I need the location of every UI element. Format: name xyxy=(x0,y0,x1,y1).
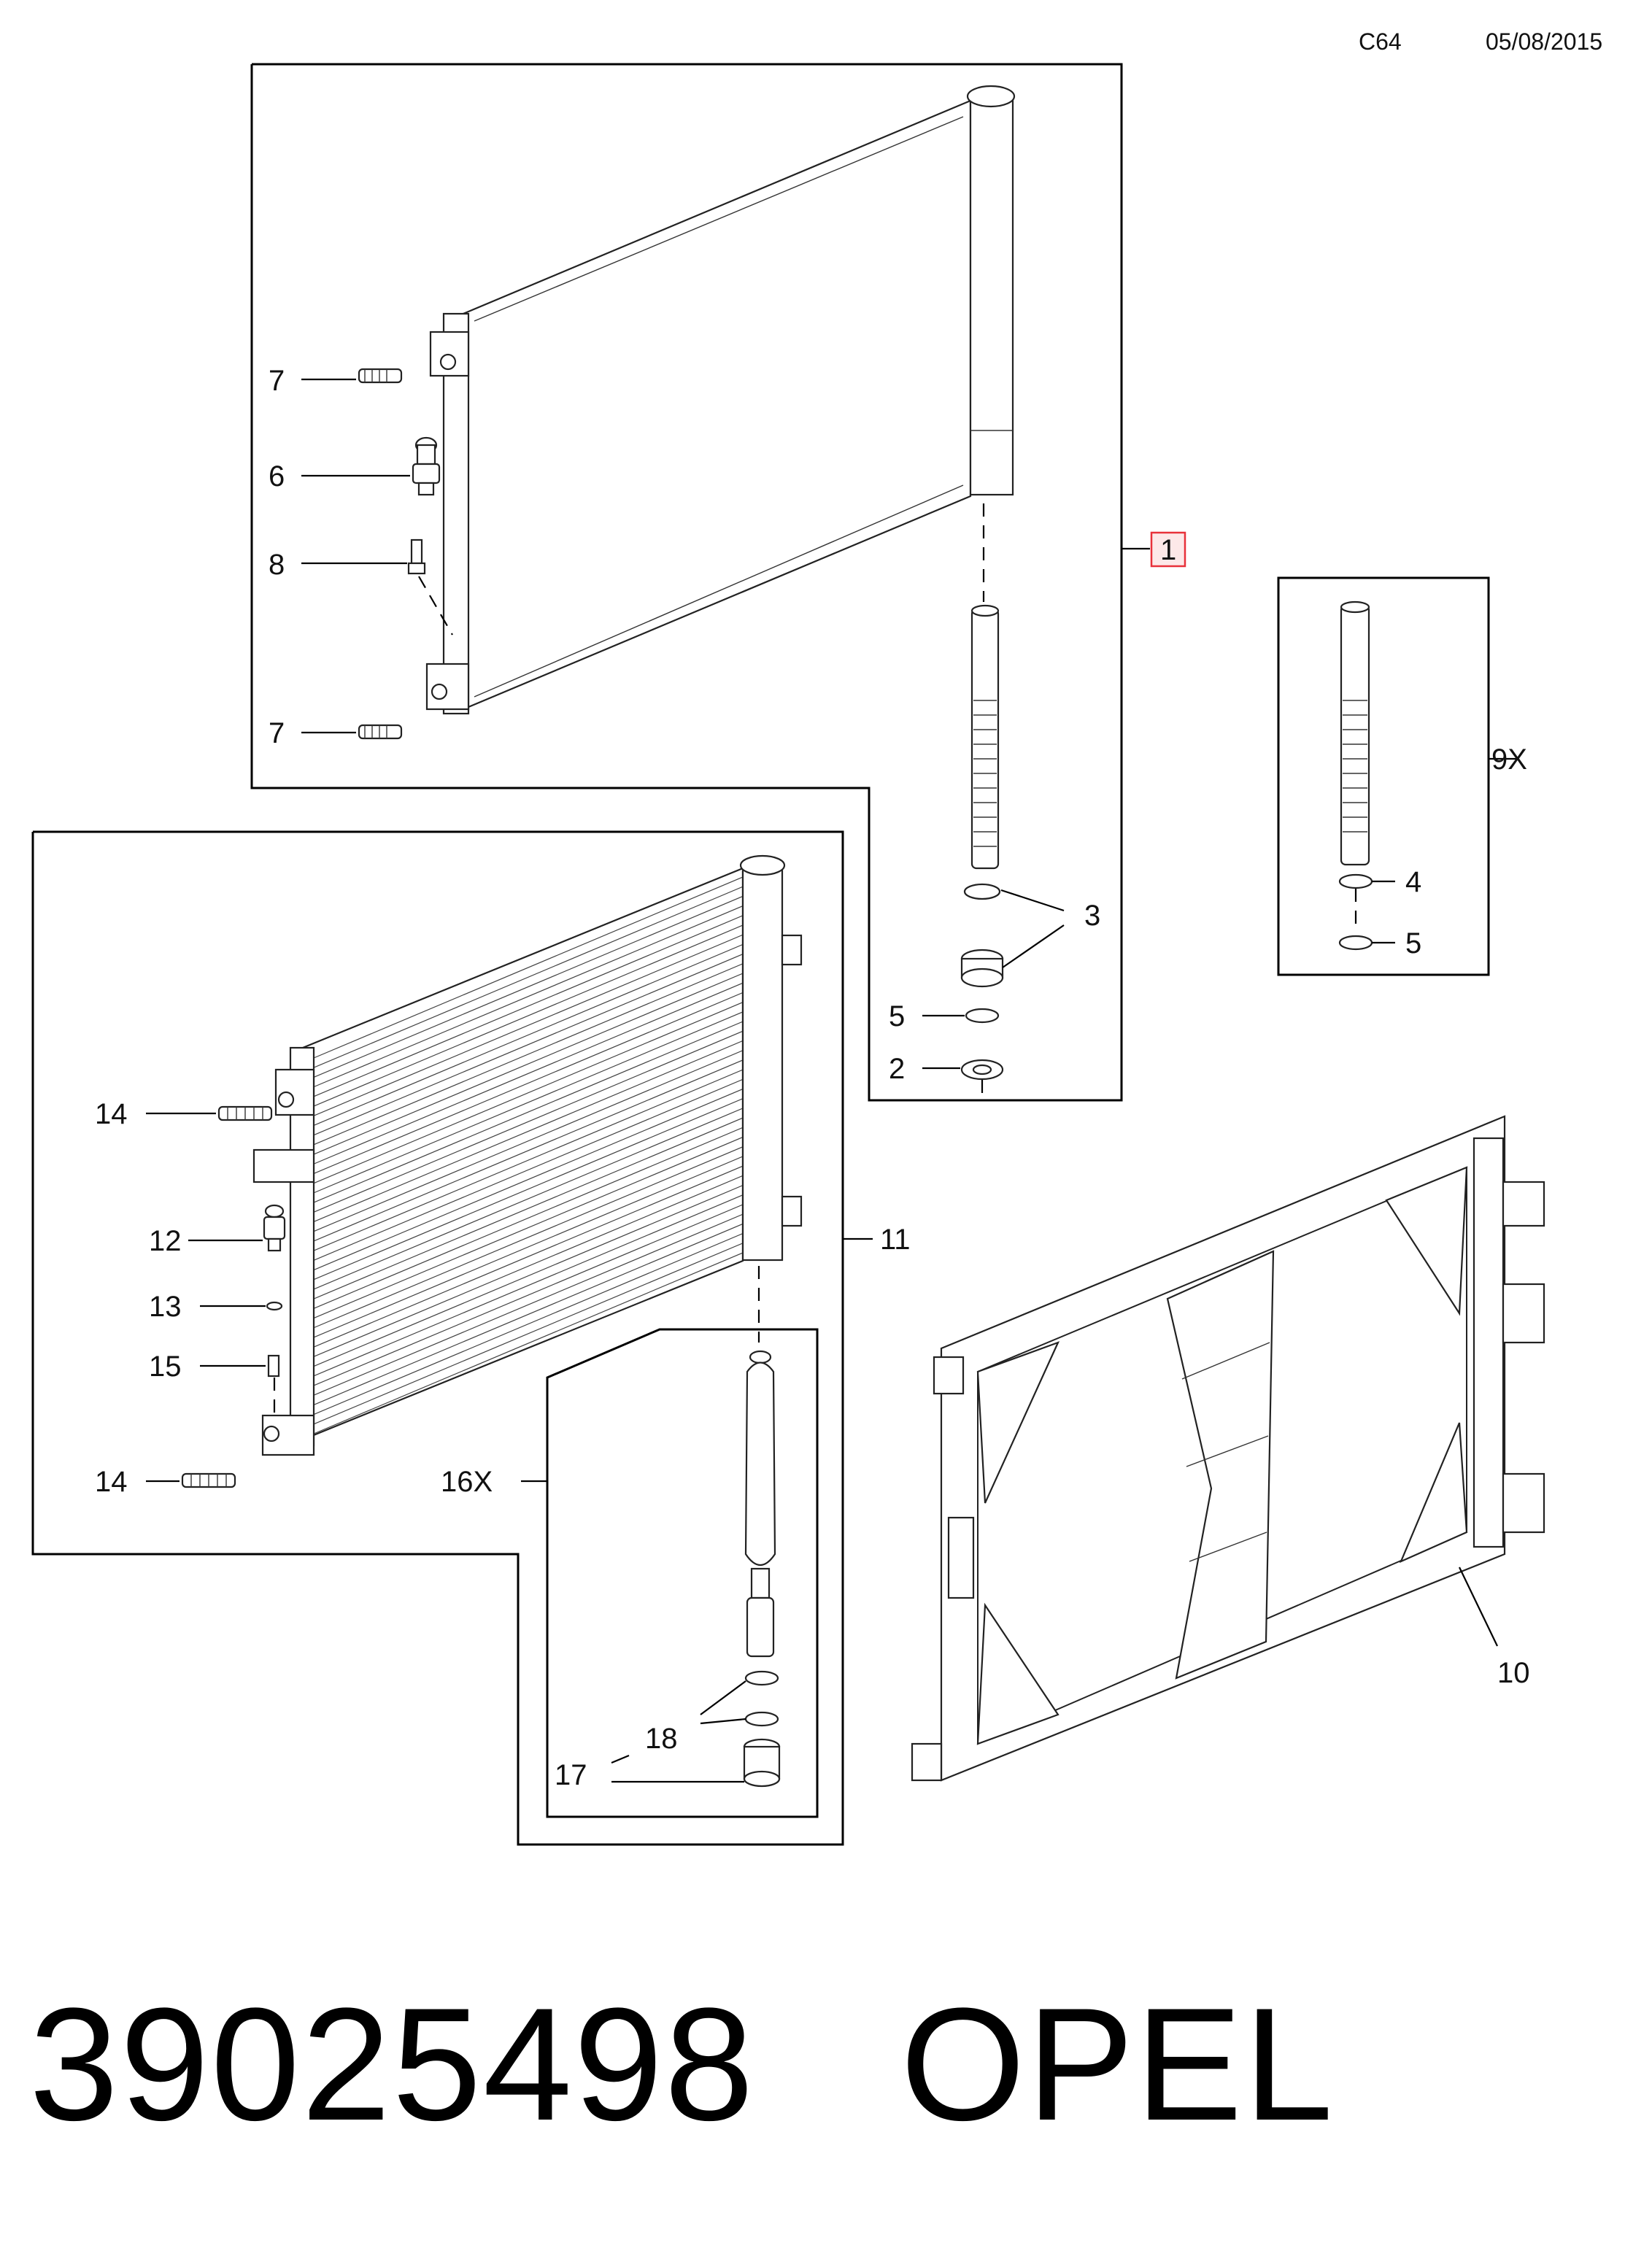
condenser-fin xyxy=(313,1030,744,1213)
part-number: 39025498 xyxy=(29,1974,755,2154)
valve-15 xyxy=(267,1354,280,1378)
condenser-fin xyxy=(313,1213,744,1396)
leader-18a xyxy=(700,1680,746,1715)
callout-5-right: 5 xyxy=(1405,927,1421,959)
condenser-fin xyxy=(313,1069,744,1251)
leader-3b xyxy=(1002,924,1065,968)
condenser-fin xyxy=(313,1146,744,1329)
bolt-14-upper xyxy=(217,1105,273,1121)
leader-18b xyxy=(700,1718,746,1725)
condenser-fin xyxy=(313,1252,744,1434)
callout-9x: 9X xyxy=(1491,743,1527,776)
bolt-14-lower xyxy=(181,1472,236,1488)
condenser-fin xyxy=(313,1040,744,1223)
condenser-fin xyxy=(313,924,744,1107)
pressure-switch-6 xyxy=(412,436,441,496)
group-box-1 xyxy=(250,63,1123,1102)
condenser-fin xyxy=(313,905,744,1088)
callout-8: 8 xyxy=(269,549,285,581)
callout-15: 15 xyxy=(149,1351,182,1383)
dryer-cartridge-9x xyxy=(1338,600,1373,951)
group-box-16x xyxy=(546,1328,819,1818)
condenser-fin xyxy=(313,1078,744,1261)
callout-1-box xyxy=(1150,531,1186,568)
callout-11: 11 xyxy=(880,1224,911,1256)
condenser-fin xyxy=(313,1021,744,1203)
callout-10: 10 xyxy=(1497,1657,1530,1689)
callout-3: 3 xyxy=(1084,900,1100,932)
bolt-7-upper xyxy=(358,368,403,384)
callout-16x: 16X xyxy=(441,1466,493,1498)
callout-6: 6 xyxy=(269,460,285,493)
condenser-fin xyxy=(313,954,744,1136)
bolt-7-lower xyxy=(358,724,403,740)
callout-7-lower: 7 xyxy=(269,717,285,749)
condenser-fin xyxy=(313,943,744,1126)
pressure-switch-12 xyxy=(263,1204,286,1252)
callout-7-upper: 7 xyxy=(269,365,285,397)
condenser-fin xyxy=(313,1243,744,1425)
callout-5-left: 5 xyxy=(889,1000,905,1032)
callout-12: 12 xyxy=(149,1225,182,1257)
o-ring-13 xyxy=(266,1301,283,1311)
group-box-9x xyxy=(1277,576,1490,976)
condenser-fin xyxy=(313,1233,744,1415)
condenser-fin xyxy=(313,1002,744,1184)
condenser-fin xyxy=(313,1185,744,1367)
cap-2 xyxy=(960,1059,1004,1081)
callout-18: 18 xyxy=(645,1723,678,1755)
plug-17 xyxy=(743,1738,781,1788)
group-box-11 xyxy=(31,830,844,1846)
condenser-fin xyxy=(313,1050,744,1232)
condenser-lower xyxy=(252,854,803,1456)
condenser-fin xyxy=(313,1156,744,1338)
diagram-code: C64 xyxy=(1359,28,1402,55)
brand-name: OPEL xyxy=(900,1974,1335,2154)
condenser-fin xyxy=(313,1175,744,1357)
condenser-fin xyxy=(313,1098,744,1281)
diagram-date: 05/08/2015 xyxy=(1486,28,1602,55)
condenser-fin xyxy=(313,1127,744,1309)
condenser-fin xyxy=(313,1088,744,1271)
condenser-fin xyxy=(313,1194,744,1377)
condenser-top xyxy=(425,85,1016,715)
circlip-5-left xyxy=(965,1008,1000,1024)
callout-4: 4 xyxy=(1405,866,1421,898)
condenser-fin xyxy=(313,876,744,1059)
leader-17a xyxy=(611,1754,630,1764)
valve-8 xyxy=(407,538,426,575)
condenser-fin xyxy=(313,1165,744,1348)
condenser-fin xyxy=(313,963,744,1146)
condenser-fin xyxy=(313,1059,744,1242)
dryer-bag-16x xyxy=(744,1350,776,1658)
callout-13: 13 xyxy=(149,1291,182,1323)
condenser-fin xyxy=(313,1136,744,1319)
condenser-fin xyxy=(313,895,744,1078)
condenser-fin xyxy=(313,982,744,1164)
condenser-fin xyxy=(313,992,744,1175)
condenser-fin xyxy=(313,1108,744,1290)
condenser-fin xyxy=(313,1117,744,1299)
o-ring-3 xyxy=(963,883,1001,900)
o-rings-18 xyxy=(744,1670,779,1727)
condenser-fin xyxy=(313,1223,744,1405)
condenser-fin xyxy=(313,1011,744,1194)
callout-17: 17 xyxy=(555,1759,587,1791)
condenser-fin xyxy=(313,934,744,1116)
callout-2: 2 xyxy=(889,1053,905,1085)
condenser-fin xyxy=(313,1204,744,1386)
seal-plug-3 xyxy=(960,949,1004,988)
condenser-fin xyxy=(313,915,744,1097)
callout-14-lower: 14 xyxy=(95,1466,128,1498)
dryer-cartridge xyxy=(970,604,1000,870)
callout-14-upper: 14 xyxy=(95,1098,128,1130)
callout-1: 1 xyxy=(1160,534,1176,566)
condenser-fin xyxy=(313,886,744,1068)
leader-3a xyxy=(1000,889,1065,912)
leader-10 xyxy=(1459,1567,1498,1647)
carrier-frame-10 xyxy=(911,1115,1545,1782)
condenser-fin xyxy=(313,973,744,1155)
